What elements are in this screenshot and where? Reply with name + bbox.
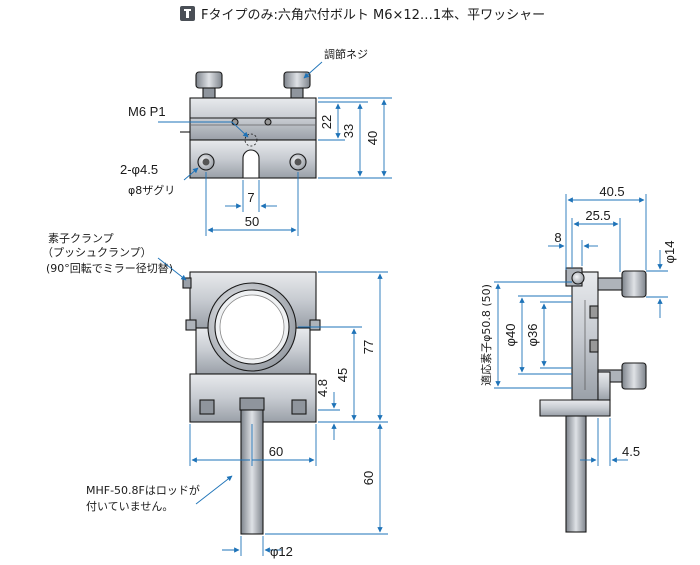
dim-33: 33 (341, 124, 356, 138)
header: Fタイプのみ:六角穴付ボルト M6×12…1本、平ワッシャー (180, 6, 545, 23)
center-slot (242, 149, 260, 179)
adjust-knob-right (283, 71, 311, 89)
dim-phi40: φ40 (503, 324, 518, 347)
dim-element-dia: 適応素子φ50.8 (50) (479, 284, 493, 386)
top-dimensions: 22 33 40 7 50 (205, 97, 392, 236)
dim-4-8: 4.8 (315, 379, 330, 397)
label-counterbore: φ8ザグリ (128, 183, 175, 197)
dim-60-height: 60 (361, 471, 376, 485)
post-rod (240, 409, 264, 535)
header-text: Fタイプのみ:六角穴付ボルト M6×12…1本、平ワッシャー (201, 8, 545, 23)
front-view (182, 271, 321, 535)
label-rod-note-1: MHF-50.8Fはロッドが (86, 483, 200, 497)
side-view (539, 267, 647, 533)
dim-50: 50 (245, 214, 259, 229)
dim-4-5: 4.5 (622, 444, 640, 459)
side-dimensions: 40.5 25.5 8 φ14 適応素子φ50.8 (50) φ40 φ36 (479, 184, 677, 466)
label-element-clamp: 素子クランプ (48, 232, 114, 245)
label-thread: M6 P1 (128, 104, 166, 119)
label-push-clamp: （プッシュクランプ） (42, 246, 152, 259)
front-labels: 素子クランプ （プッシュクランプ） (90°回転でミラー径切替) MHF-50.… (42, 232, 233, 513)
dim-40-5: 40.5 (599, 184, 624, 199)
front-dimensions: 77 45 4.8 60 60 φ12 (189, 271, 388, 559)
top-labels: 調節ネジ M6 P1 2-φ4.5 φ8ザグリ (120, 47, 368, 197)
top-view (180, 71, 317, 179)
side-knob-upper (621, 270, 647, 298)
dim-60-width: 60 (269, 444, 283, 459)
dim-7: 7 (247, 190, 254, 205)
label-adjust-screw: 調節ネジ (324, 47, 368, 61)
dim-8: 8 (554, 230, 561, 245)
dim-77: 77 (361, 340, 376, 354)
dim-phi12: φ12 (270, 544, 293, 559)
dim-40: 40 (365, 131, 380, 145)
dim-phi36: φ36 (525, 324, 540, 347)
side-base (539, 399, 611, 417)
side-rod (565, 415, 587, 533)
dim-45: 45 (335, 368, 350, 382)
dim-22: 22 (319, 115, 334, 129)
label-rotate-note: (90°回転でミラー径切替) (46, 261, 173, 275)
label-hole-dia: 2-φ4.5 (120, 162, 158, 177)
side-knob-lower (621, 362, 647, 390)
top-plate (189, 97, 317, 141)
adjust-knob-left (195, 71, 223, 89)
dim-phi14: φ14 (662, 241, 677, 264)
label-rod-note-2: 付いていません。 (86, 500, 173, 513)
dim-25-5: 25.5 (585, 208, 610, 223)
